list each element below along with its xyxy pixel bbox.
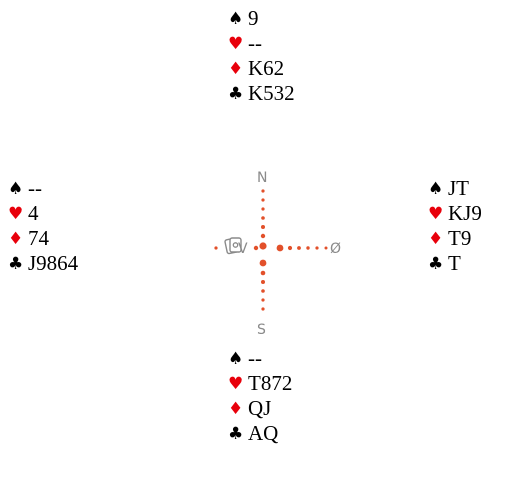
south-hearts-cards: T872 (248, 371, 293, 395)
north-hearts-row: ♥-- (228, 31, 262, 56)
heart-icon: ♥ (228, 34, 244, 54)
compass-north-label: N (257, 170, 268, 186)
compass-dotted-lines (214, 189, 328, 311)
south-hearts-row: ♥T872 (228, 371, 292, 396)
south-clubs-cards: AQ (248, 421, 279, 445)
east-clubs-row: ♣T (428, 251, 461, 276)
diamond-icon: ♦ (8, 229, 24, 249)
north-clubs-cards: K532 (248, 81, 295, 105)
club-icon: ♣ (228, 84, 244, 104)
heart-icon: ♥ (228, 374, 244, 394)
compass-west-label: V (238, 241, 248, 257)
spade-icon: ♠ (228, 349, 244, 369)
east-hearts-cards: KJ9 (448, 201, 482, 225)
east-clubs-cards: T (448, 251, 461, 275)
east-spades-cards: JT (448, 176, 469, 200)
west-hearts-cards: 4 (28, 201, 39, 225)
west-diamonds-cards: 74 (28, 226, 49, 250)
north-spades-cards: 9 (248, 6, 259, 30)
north-diamonds-row: ♦K62 (228, 56, 284, 81)
north-diamonds-cards: K62 (248, 56, 285, 80)
compass-east-label: Ø (330, 241, 342, 257)
west-diamonds-row: ♦74 (8, 226, 49, 251)
south-diamonds-cards: QJ (248, 396, 272, 420)
club-icon: ♣ (428, 254, 444, 274)
east-diamonds-cards: T9 (448, 226, 472, 250)
club-icon: ♣ (8, 254, 24, 274)
east-diamonds-row: ♦T9 (428, 226, 471, 251)
north-clubs-row: ♣K532 (228, 81, 295, 106)
club-icon: ♣ (228, 424, 244, 444)
spade-icon: ♠ (8, 179, 24, 199)
diamond-icon: ♦ (228, 59, 244, 79)
south-spades-cards: -- (248, 346, 262, 370)
heart-icon: ♥ (8, 204, 24, 224)
west-clubs-row: ♣J9864 (8, 251, 78, 276)
west-spades-row: ♠-- (8, 176, 42, 201)
spade-icon: ♠ (428, 179, 444, 199)
south-diamonds-row: ♦QJ (228, 396, 271, 421)
diamond-icon: ♦ (428, 229, 444, 249)
diamond-icon: ♦ (228, 399, 244, 419)
south-spades-row: ♠-- (228, 346, 262, 371)
west-hearts-row: ♥4 (8, 201, 39, 226)
west-clubs-cards: J9864 (28, 251, 79, 275)
east-hearts-row: ♥KJ9 (428, 201, 482, 226)
east-spades-row: ♠JT (428, 176, 469, 201)
spade-icon: ♠ (228, 9, 244, 29)
west-spades-cards: -- (28, 176, 42, 200)
card-deck-icon (224, 237, 242, 255)
north-hearts-cards: -- (248, 31, 262, 55)
heart-icon: ♥ (428, 204, 444, 224)
north-spades-row: ♠9 (228, 6, 259, 31)
compass-south-label: S (257, 322, 266, 338)
south-clubs-row: ♣AQ (228, 421, 278, 446)
